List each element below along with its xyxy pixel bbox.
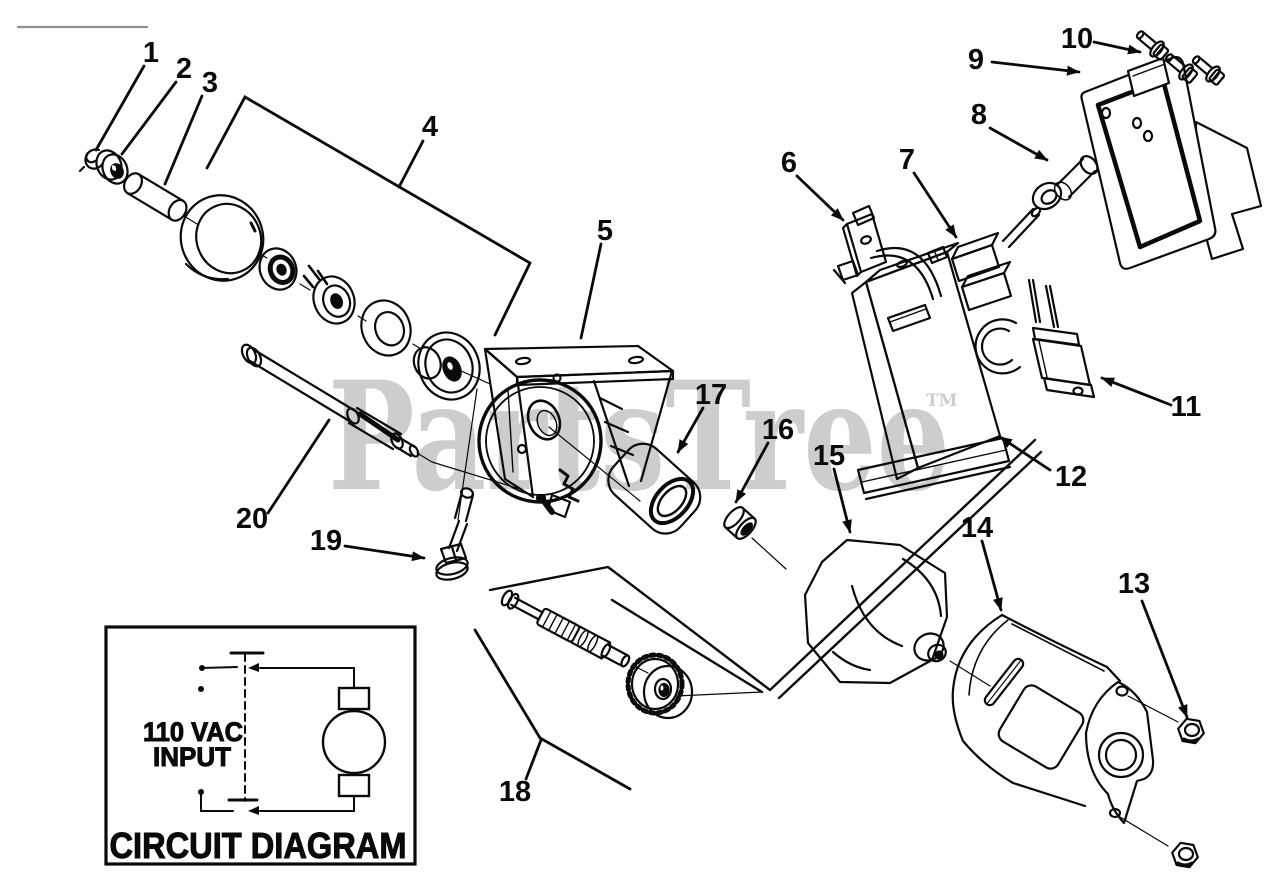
svg-text:2: 2 xyxy=(176,53,192,85)
callout-17: 17 xyxy=(676,379,727,454)
callout-9: 9 xyxy=(968,44,1081,76)
part-starter-motor xyxy=(951,613,1179,847)
svg-text:19: 19 xyxy=(310,525,342,557)
svg-text:10: 10 xyxy=(1061,23,1093,55)
circuit-terminals xyxy=(198,663,259,815)
svg-text:5: 5 xyxy=(597,215,613,247)
part-retaining-ring xyxy=(78,148,105,173)
callouts: 1 2 3 4 5 6 7 8 9 10 11 12 13 14 xyxy=(94,23,1202,808)
svg-text:18: 18 xyxy=(499,776,531,808)
svg-text:11: 11 xyxy=(1171,391,1202,423)
callout-1: 1 xyxy=(94,37,159,152)
part-pinion-cup xyxy=(607,442,702,535)
vac-input-label-line2: INPUT xyxy=(153,742,231,772)
part-lever xyxy=(832,204,943,301)
circuit-wires xyxy=(200,666,355,812)
part-brush-and-spring xyxy=(1001,155,1099,249)
svg-text:8: 8 xyxy=(971,99,987,131)
circuit-diagram: 110 VAC INPUT CIRCUIT DIAGRAM xyxy=(104,625,417,867)
part-mounting-bolt xyxy=(435,388,478,581)
svg-text:3: 3 xyxy=(202,67,218,99)
svg-text:1: 1 xyxy=(143,37,159,69)
svg-text:9: 9 xyxy=(968,44,984,76)
part-nuts xyxy=(1171,717,1205,869)
svg-text:17: 17 xyxy=(695,379,727,411)
motor-symbol xyxy=(321,686,387,798)
callout-8: 8 xyxy=(971,99,1049,162)
callout-15: 15 xyxy=(813,440,852,534)
vac-input-label-line1: 110 VAC xyxy=(143,717,243,747)
part-mounting-bracket xyxy=(477,344,675,519)
callout-3: 3 xyxy=(163,67,218,186)
callout-11: 11 xyxy=(1100,376,1202,423)
part-bearing-assembly xyxy=(179,194,491,401)
watermark-tm: TM xyxy=(926,391,958,411)
circuit-box-border xyxy=(104,625,417,866)
callout-18: 18 xyxy=(473,628,632,808)
callout-2: 2 xyxy=(120,53,192,156)
callout-19: 19 xyxy=(310,525,426,562)
callout-12: 12 xyxy=(998,435,1087,493)
callout-20: 20 xyxy=(236,418,331,535)
callout-10: 10 xyxy=(1061,23,1142,55)
part-armature-shaft-rod xyxy=(240,343,521,490)
circuit-diagram-title: CIRCUIT DIAGRAM xyxy=(110,825,407,866)
part-shaft-and-gear xyxy=(500,589,763,720)
svg-text:16: 16 xyxy=(762,414,794,446)
callout-6: 6 xyxy=(781,147,845,222)
svg-text:14: 14 xyxy=(961,512,993,544)
callout-14: 14 xyxy=(961,512,1003,612)
svg-text:7: 7 xyxy=(899,144,915,176)
svg-text:15: 15 xyxy=(813,440,845,472)
svg-text:6: 6 xyxy=(781,147,797,179)
callout-4: 4 xyxy=(205,95,532,337)
part-brush-holder xyxy=(950,231,1013,312)
svg-text:4: 4 xyxy=(422,111,438,143)
svg-text:12: 12 xyxy=(1055,461,1087,493)
callout-16: 16 xyxy=(734,414,794,504)
callout-13: 13 xyxy=(1118,568,1189,719)
part-spacer-washer xyxy=(95,149,129,185)
callout-5: 5 xyxy=(579,215,613,340)
part-pin xyxy=(123,172,198,225)
part-gear-housing xyxy=(803,538,991,687)
part-screws xyxy=(1135,30,1226,86)
assembly-direction-arrow xyxy=(488,438,1043,700)
svg-text:13: 13 xyxy=(1118,568,1150,600)
svg-text:20: 20 xyxy=(236,503,268,535)
part-power-plug xyxy=(1027,278,1096,399)
callout-7: 7 xyxy=(899,144,958,239)
part-end-cap xyxy=(1080,56,1263,270)
part-grommet-bushing xyxy=(723,506,787,570)
